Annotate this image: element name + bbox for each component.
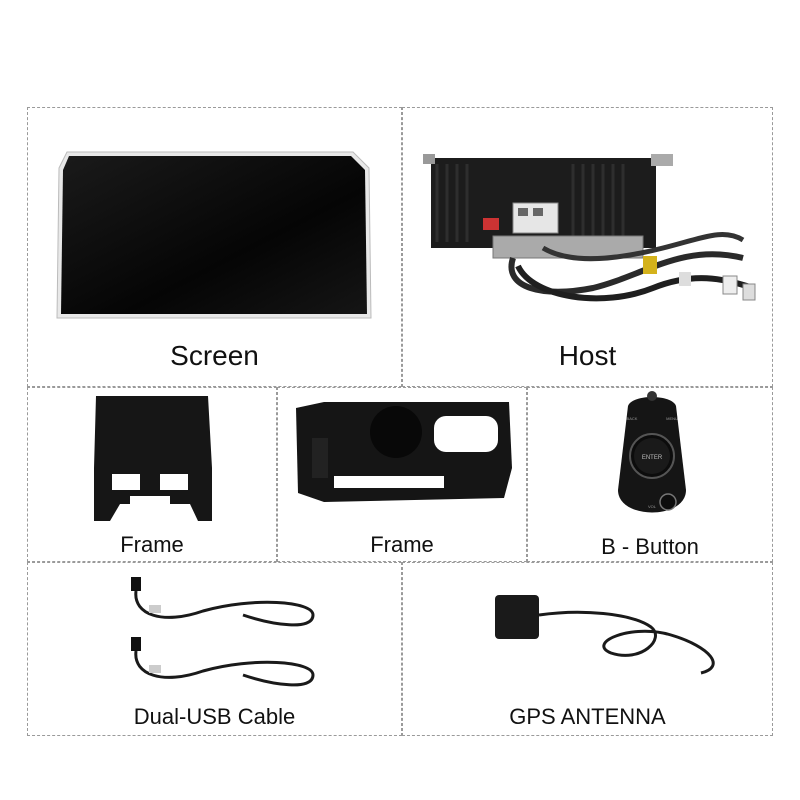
knob-vol-text: VOL: [648, 504, 657, 509]
accessory-grid: Screen Host: [27, 107, 773, 736]
usb-cable-image: [131, 577, 315, 687]
knob-menu-text: MENU: [666, 416, 678, 421]
b-button-image: ENTER BACK MENU VOL: [618, 391, 686, 513]
host-unit-image: [423, 154, 756, 302]
item-label: Host: [558, 340, 617, 371]
usb-cable-cell: Dual-USB Cable: [27, 562, 402, 736]
frame-image-2: [296, 402, 512, 502]
gps-antenna-cell: GPS ANTENNA: [402, 562, 773, 736]
item-label: Screen: [170, 340, 259, 371]
knob-enter-text: ENTER: [642, 455, 663, 461]
item-label: Frame: [120, 532, 184, 557]
item-label: GPS ANTENNA: [509, 704, 666, 729]
screen-image: [56, 151, 372, 319]
item-label: Frame: [370, 532, 434, 557]
gps-antenna-image: [495, 595, 715, 675]
frame-cell-2: Frame: [277, 387, 527, 562]
item-label: Dual-USB Cable: [133, 704, 296, 729]
b-button-cell: ENTER BACK MENU VOL B - Button: [527, 387, 773, 562]
host-cell: Host: [402, 107, 773, 387]
knob-back-text: BACK: [627, 416, 638, 421]
frame-image-1: [94, 396, 212, 521]
screen-cell: Screen: [27, 107, 402, 387]
item-label: B - Button: [601, 534, 699, 559]
frame-cell-1: Frame: [27, 387, 277, 562]
